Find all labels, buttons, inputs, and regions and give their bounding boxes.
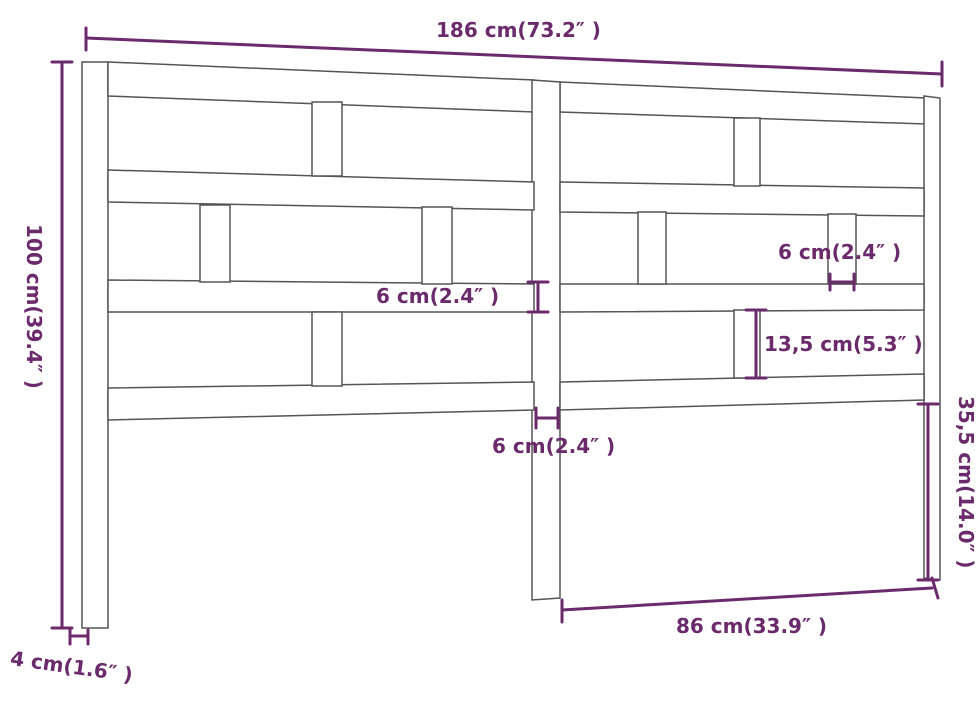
right-post [923, 95, 941, 581]
spacer-left-3 [421, 206, 453, 285]
slat-right-1 [559, 181, 925, 217]
spacer-left-2 [199, 204, 231, 283]
spacer-right-3 [827, 213, 857, 285]
spacer-width-label: 6 cm(2.4″ ) [778, 240, 902, 264]
spacer-right-2 [637, 211, 667, 285]
opening-height-label: 13,5 cm(5.3″ ) [764, 332, 923, 356]
slat-right-3 [559, 373, 925, 411]
left-post [81, 61, 109, 629]
spacer-left-4 [311, 311, 343, 387]
slat-left-1 [107, 169, 535, 211]
slat-right-2 [559, 283, 925, 313]
center-post [531, 79, 561, 601]
half-width-label: 86 cm(33.9″ ) [676, 614, 828, 638]
spacer-left-1 [311, 101, 343, 177]
total-height-label: 100 cm(39.4″ ) [22, 224, 46, 389]
slat-left-3 [107, 381, 535, 421]
slat-spacing-label: 6 cm(2.4″ ) [376, 284, 500, 308]
spacer-right-1 [733, 117, 761, 187]
leg-height-label: 35,5 cm(14.0″ ) [954, 396, 978, 569]
total-width-label: 186 cm(73.2″ ) [436, 18, 601, 42]
center-post-width-label: 6 cm(2.4″ ) [492, 434, 616, 458]
